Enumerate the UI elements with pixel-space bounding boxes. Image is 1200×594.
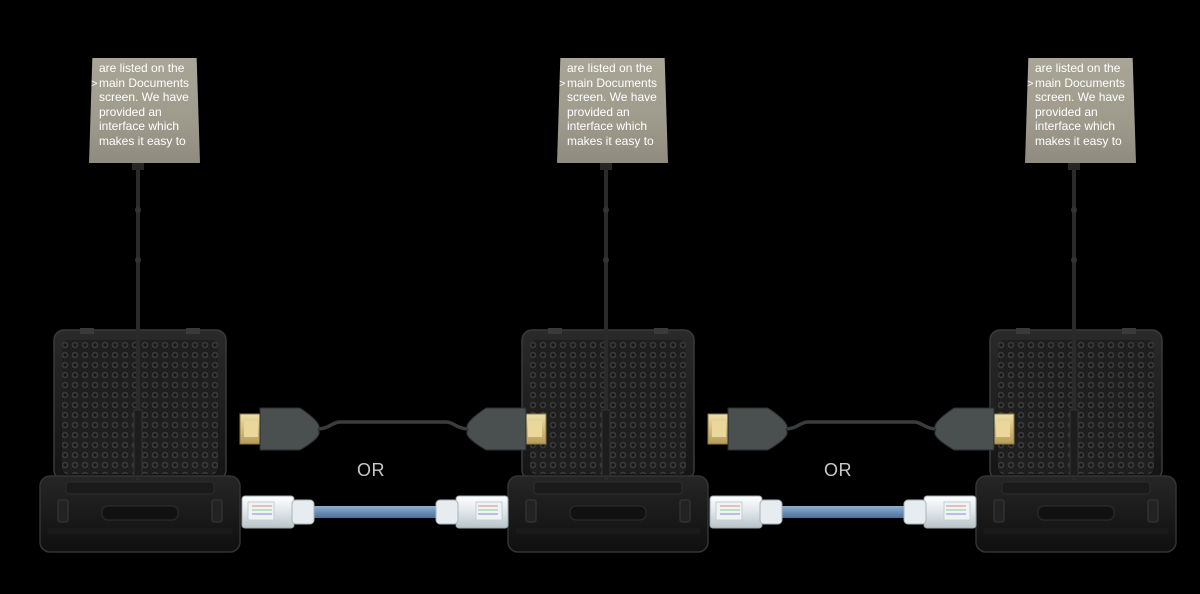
ethernet-cable-icon bbox=[709, 495, 977, 529]
prompter-cursor: > bbox=[559, 78, 566, 90]
ethernet-cable-icon bbox=[241, 495, 509, 529]
prompter-cursor: > bbox=[91, 78, 98, 90]
teleprompter-glass: > are listed on the main Documents scree… bbox=[1025, 58, 1136, 163]
teleprompter-glass: > are listed on the main Documents scree… bbox=[557, 58, 668, 163]
teleprompter-glass: > are listed on the main Documents scree… bbox=[89, 58, 200, 163]
prompter-text: are listed on the main Documents screen.… bbox=[99, 61, 190, 148]
teleprompter-unit-2 bbox=[507, 147, 709, 553]
teleprompter-unit-3 bbox=[975, 147, 1177, 553]
hdmi-cable-icon bbox=[238, 406, 548, 452]
prompter-cursor: > bbox=[1027, 78, 1034, 90]
hdmi-cable-icon bbox=[706, 406, 1016, 452]
prompter-text: are listed on the main Documents screen.… bbox=[1035, 61, 1126, 148]
prompter-text: are listed on the main Documents screen.… bbox=[567, 61, 658, 148]
teleprompter-unit-1 bbox=[39, 147, 241, 553]
connector-or-label: OR bbox=[824, 460, 852, 480]
connector-or-label: OR bbox=[357, 460, 385, 480]
